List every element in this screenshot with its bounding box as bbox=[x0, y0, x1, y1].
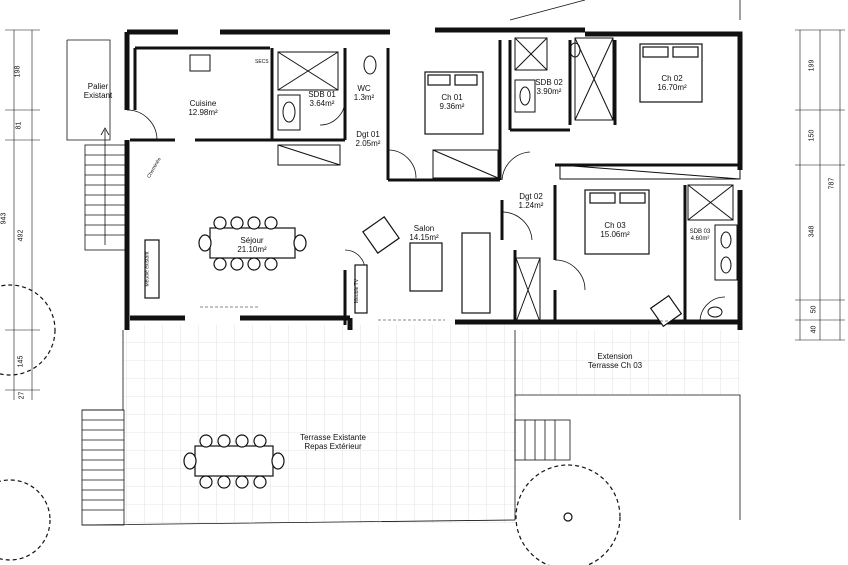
room-name: Dgt 01 bbox=[356, 130, 380, 139]
beds bbox=[424, 43, 703, 255]
dim-left-2: 81 bbox=[15, 121, 23, 130]
secs-label: SECS bbox=[255, 59, 269, 65]
stairs-left bbox=[66, 39, 126, 251]
room-area: 1.24m² bbox=[518, 201, 544, 210]
room-area: 21.10m² bbox=[237, 245, 267, 254]
room-salon: Salon 14.15m² bbox=[409, 224, 438, 242]
room-sdb03: SDB 03 4.60m² bbox=[690, 229, 711, 243]
terrace-area bbox=[123, 325, 518, 523]
dim-right-2: 150 bbox=[808, 129, 816, 142]
outer-walls bbox=[124, 27, 743, 330]
room-area: 2.05m² bbox=[355, 139, 381, 148]
room-sdb02: SDB 02 3.90m² bbox=[535, 78, 563, 96]
showers bbox=[277, 37, 734, 221]
room-cuisine: Cuisine 12.98m² bbox=[188, 99, 217, 117]
room-extension: Extension Terrasse Ch 03 bbox=[588, 352, 642, 370]
room-name: Séjour bbox=[240, 236, 264, 245]
dim-right-1: 199 bbox=[808, 59, 816, 72]
closets bbox=[277, 37, 741, 323]
room-ch02: Ch 02 16.70m² bbox=[657, 74, 686, 92]
room-sdb01: SDB 01 3.64m² bbox=[308, 90, 336, 108]
room-area: 15.06m² bbox=[600, 230, 630, 239]
room-name: SDB 02 bbox=[535, 78, 563, 87]
room-name: Palier bbox=[87, 82, 109, 91]
room-area: Repas Extérieur bbox=[304, 442, 362, 451]
room-area: 3.64m² bbox=[309, 99, 335, 108]
room-ch01: Ch 01 9.36m² bbox=[440, 93, 465, 111]
dining-table bbox=[198, 216, 307, 271]
room-name: WC bbox=[357, 84, 371, 93]
room-terrasse: Terrasse Existante Repas Extérieur bbox=[300, 433, 366, 451]
room-dgt02: Dgt 02 1.24m² bbox=[519, 192, 544, 210]
room-wc: WC 1.3m² bbox=[354, 84, 374, 102]
sanitary-fixtures bbox=[189, 42, 738, 318]
room-name: Salon bbox=[413, 224, 435, 233]
dim-left-3: 943 bbox=[0, 212, 8, 225]
room-name: SDB 01 bbox=[308, 90, 336, 99]
salon-furniture bbox=[144, 216, 683, 328]
room-area: 9.36m² bbox=[439, 102, 465, 111]
window-markers bbox=[200, 306, 680, 322]
stairs-terrace bbox=[81, 409, 125, 526]
dim-right-3: 787 bbox=[828, 177, 836, 190]
room-area: Existant bbox=[83, 91, 113, 100]
room-dgt01: Dgt 01 2.05m² bbox=[356, 130, 381, 148]
terrace-outline bbox=[81, 0, 741, 526]
room-palier: Palier Existant bbox=[84, 82, 112, 100]
meuble-tv-label: Meuble TV bbox=[354, 278, 361, 304]
dim-right-6: 40 bbox=[810, 325, 818, 334]
meuble-existant-label: Meuble existant bbox=[144, 251, 151, 287]
dim-right-5: 50 bbox=[810, 305, 818, 314]
room-area: 16.70m² bbox=[657, 83, 687, 92]
room-area: 3.90m² bbox=[536, 87, 562, 96]
room-area: 1.3m² bbox=[353, 93, 375, 102]
dim-left-6: 27 bbox=[18, 391, 26, 400]
room-area: 14.15m² bbox=[409, 233, 439, 242]
room-area: Terrasse Ch 03 bbox=[587, 361, 643, 370]
dim-left-5: 145 bbox=[17, 355, 25, 368]
room-area: 12.98m² bbox=[188, 108, 218, 117]
dim-left-4: 492 bbox=[17, 229, 25, 242]
trees bbox=[0, 284, 621, 565]
room-name: Terrasse Existante bbox=[300, 433, 366, 442]
dimension-lines bbox=[5, 29, 845, 400]
room-name: Cuisine bbox=[189, 99, 217, 108]
room-ch03: Ch 03 15.06m² bbox=[600, 221, 629, 239]
room-name: SDB 03 bbox=[689, 229, 711, 235]
room-name: Extension bbox=[597, 352, 633, 361]
dim-right-4: 348 bbox=[808, 225, 816, 238]
room-name: Ch 03 bbox=[604, 221, 626, 230]
room-sejour: Séjour 21.10m² bbox=[237, 236, 266, 254]
room-area: 4.60m² bbox=[690, 236, 710, 242]
dim-left-1: 198 bbox=[14, 65, 22, 78]
room-name: Dgt 02 bbox=[519, 192, 543, 201]
stairs-right bbox=[514, 394, 741, 520]
room-name: Ch 01 bbox=[441, 93, 463, 102]
extension-area bbox=[515, 330, 740, 395]
room-name: Ch 02 bbox=[661, 74, 683, 83]
terrace-table bbox=[183, 434, 285, 489]
